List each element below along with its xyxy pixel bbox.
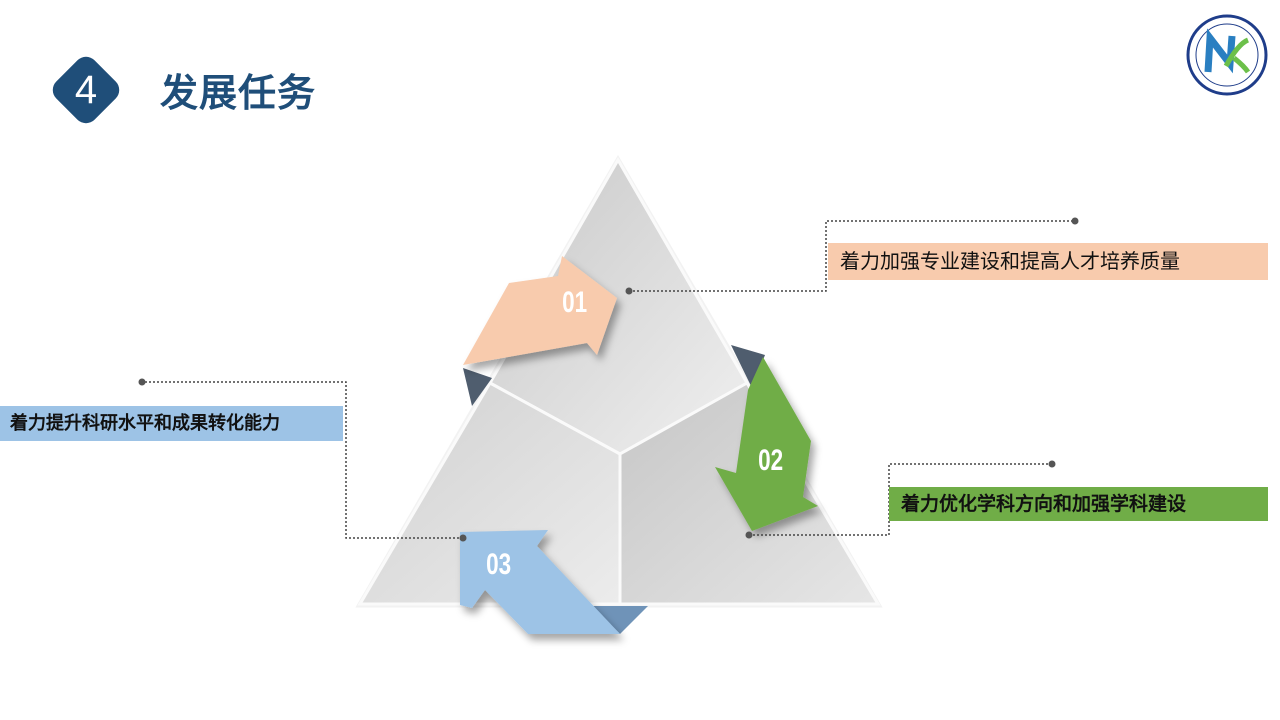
arrow-01 — [463, 256, 617, 365]
connector-02 — [749, 463, 1052, 536]
section-number: 4 — [74, 68, 98, 112]
arrow-02 — [715, 357, 818, 531]
section-badge — [52, 56, 120, 124]
task-label-01: 着力加强专业建设和提高人才培养质量 — [828, 243, 1268, 280]
task-label-03: 着力提升科研水平和成果转化能力 — [0, 406, 343, 441]
task-label-02: 着力优化学科方向和加强学科建设 — [889, 487, 1268, 521]
page-title: 发展任务 — [160, 71, 317, 115]
school-logo — [1186, 14, 1268, 96]
connector-01 — [629, 220, 1075, 292]
arrow-03 — [460, 530, 620, 634]
task-number-02: 02 — [758, 444, 784, 477]
task-number-01: 01 — [562, 286, 588, 319]
task-number-03: 03 — [486, 548, 512, 581]
